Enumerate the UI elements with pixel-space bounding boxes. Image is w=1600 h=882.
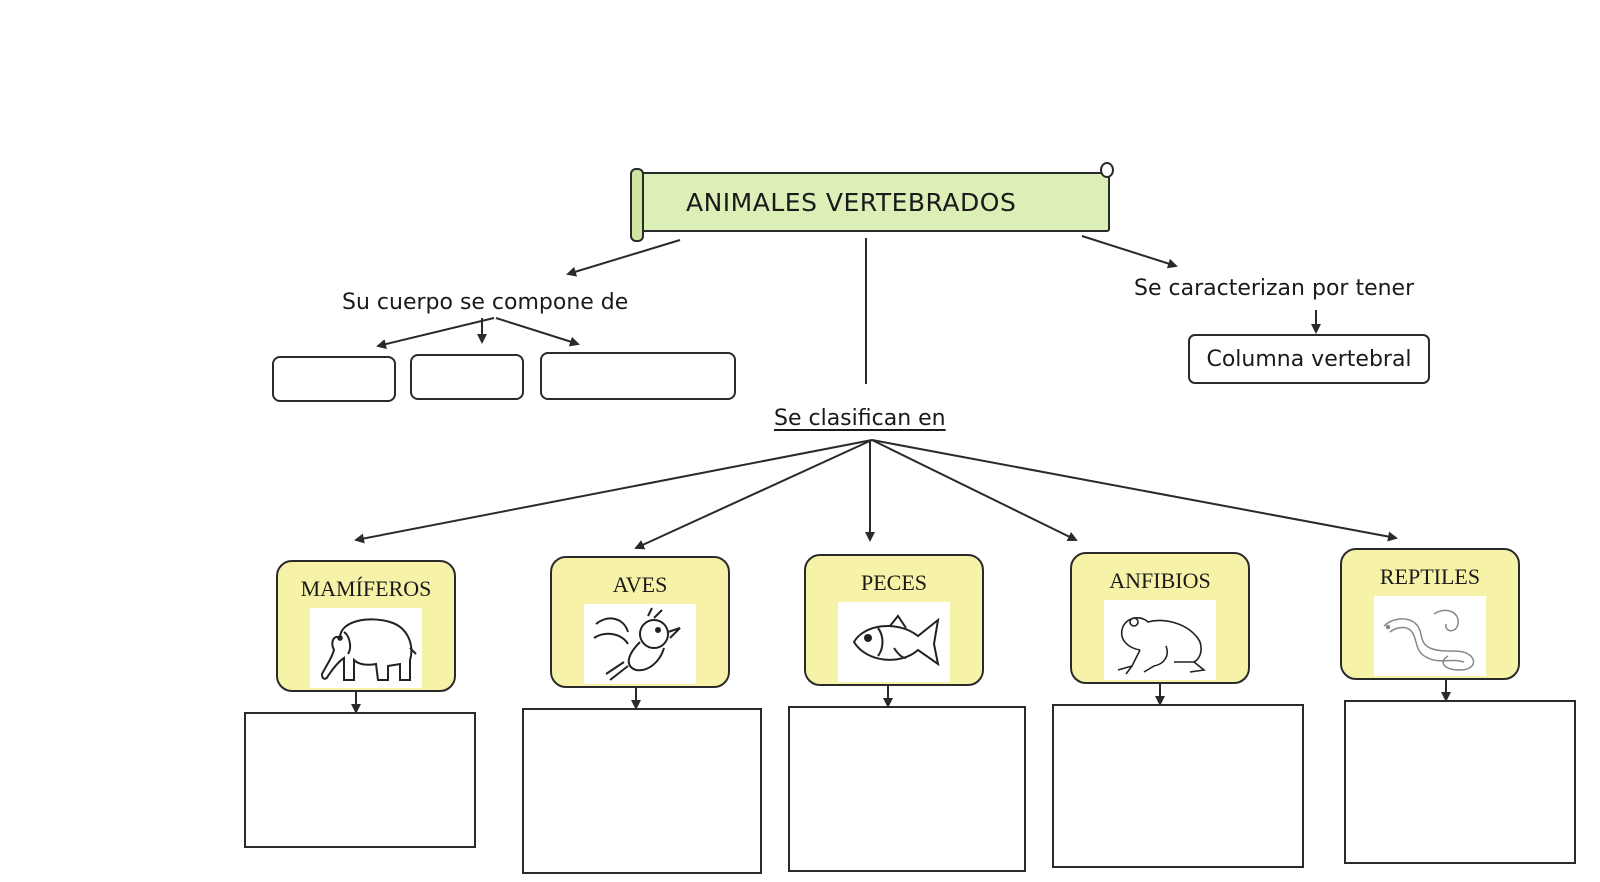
title-banner: ANIMALES VERTEBRADOS bbox=[630, 162, 1114, 242]
arrow-cat-1 bbox=[354, 439, 873, 544]
category-mamiferos: MAMÍFEROS bbox=[276, 560, 456, 692]
arrow-cat-2 bbox=[634, 439, 873, 550]
fish-icon bbox=[838, 602, 950, 682]
arrow-to-characteristic bbox=[1081, 235, 1178, 269]
composition-slot-2[interactable] bbox=[410, 354, 524, 400]
category-label: MAMÍFEROS bbox=[300, 576, 432, 601]
classification-label: Se clasifican en bbox=[774, 406, 946, 431]
category-label: ANFIBIOS bbox=[1109, 568, 1211, 593]
category-peces: PECES bbox=[804, 554, 984, 686]
characteristic-label: Se caracterizan por tener bbox=[1134, 276, 1415, 301]
scroll-curl-right bbox=[1100, 162, 1114, 178]
snake-icon bbox=[1374, 596, 1486, 676]
category-aves: AVES bbox=[550, 556, 730, 688]
answer-box-reptiles[interactable] bbox=[1344, 700, 1576, 864]
arrow-cat-4 bbox=[871, 439, 1078, 541]
category-label: AVES bbox=[612, 572, 668, 597]
composition-slot-3[interactable] bbox=[540, 352, 736, 400]
bird-icon bbox=[584, 604, 696, 684]
arrow-slot-1 bbox=[376, 317, 495, 349]
characteristic-box: Columna vertebral bbox=[1188, 334, 1430, 384]
characteristic-value: Columna vertebral bbox=[1206, 346, 1412, 372]
category-label: PECES bbox=[860, 570, 928, 595]
category-anfibios: ANFIBIOS bbox=[1070, 552, 1250, 684]
elephant-icon bbox=[310, 608, 422, 688]
category-reptiles: REPTILES bbox=[1340, 548, 1520, 680]
answer-box-aves[interactable] bbox=[522, 708, 762, 874]
scroll-curl-left bbox=[630, 168, 644, 242]
arrow-slot-3 bbox=[495, 317, 580, 347]
frog-icon bbox=[1104, 600, 1216, 680]
diagram-title: ANIMALES VERTEBRADOS bbox=[686, 187, 1017, 217]
category-label: REPTILES bbox=[1379, 564, 1481, 589]
arrow-cat-5 bbox=[871, 439, 1398, 542]
answer-box-mamiferos[interactable] bbox=[244, 712, 476, 848]
arrow-to-composition bbox=[566, 239, 681, 277]
composition-slot-1[interactable] bbox=[272, 356, 396, 402]
answer-box-anfibios[interactable] bbox=[1052, 704, 1304, 868]
composition-label: Su cuerpo se compone de bbox=[342, 290, 629, 315]
answer-box-peces[interactable] bbox=[788, 706, 1026, 872]
